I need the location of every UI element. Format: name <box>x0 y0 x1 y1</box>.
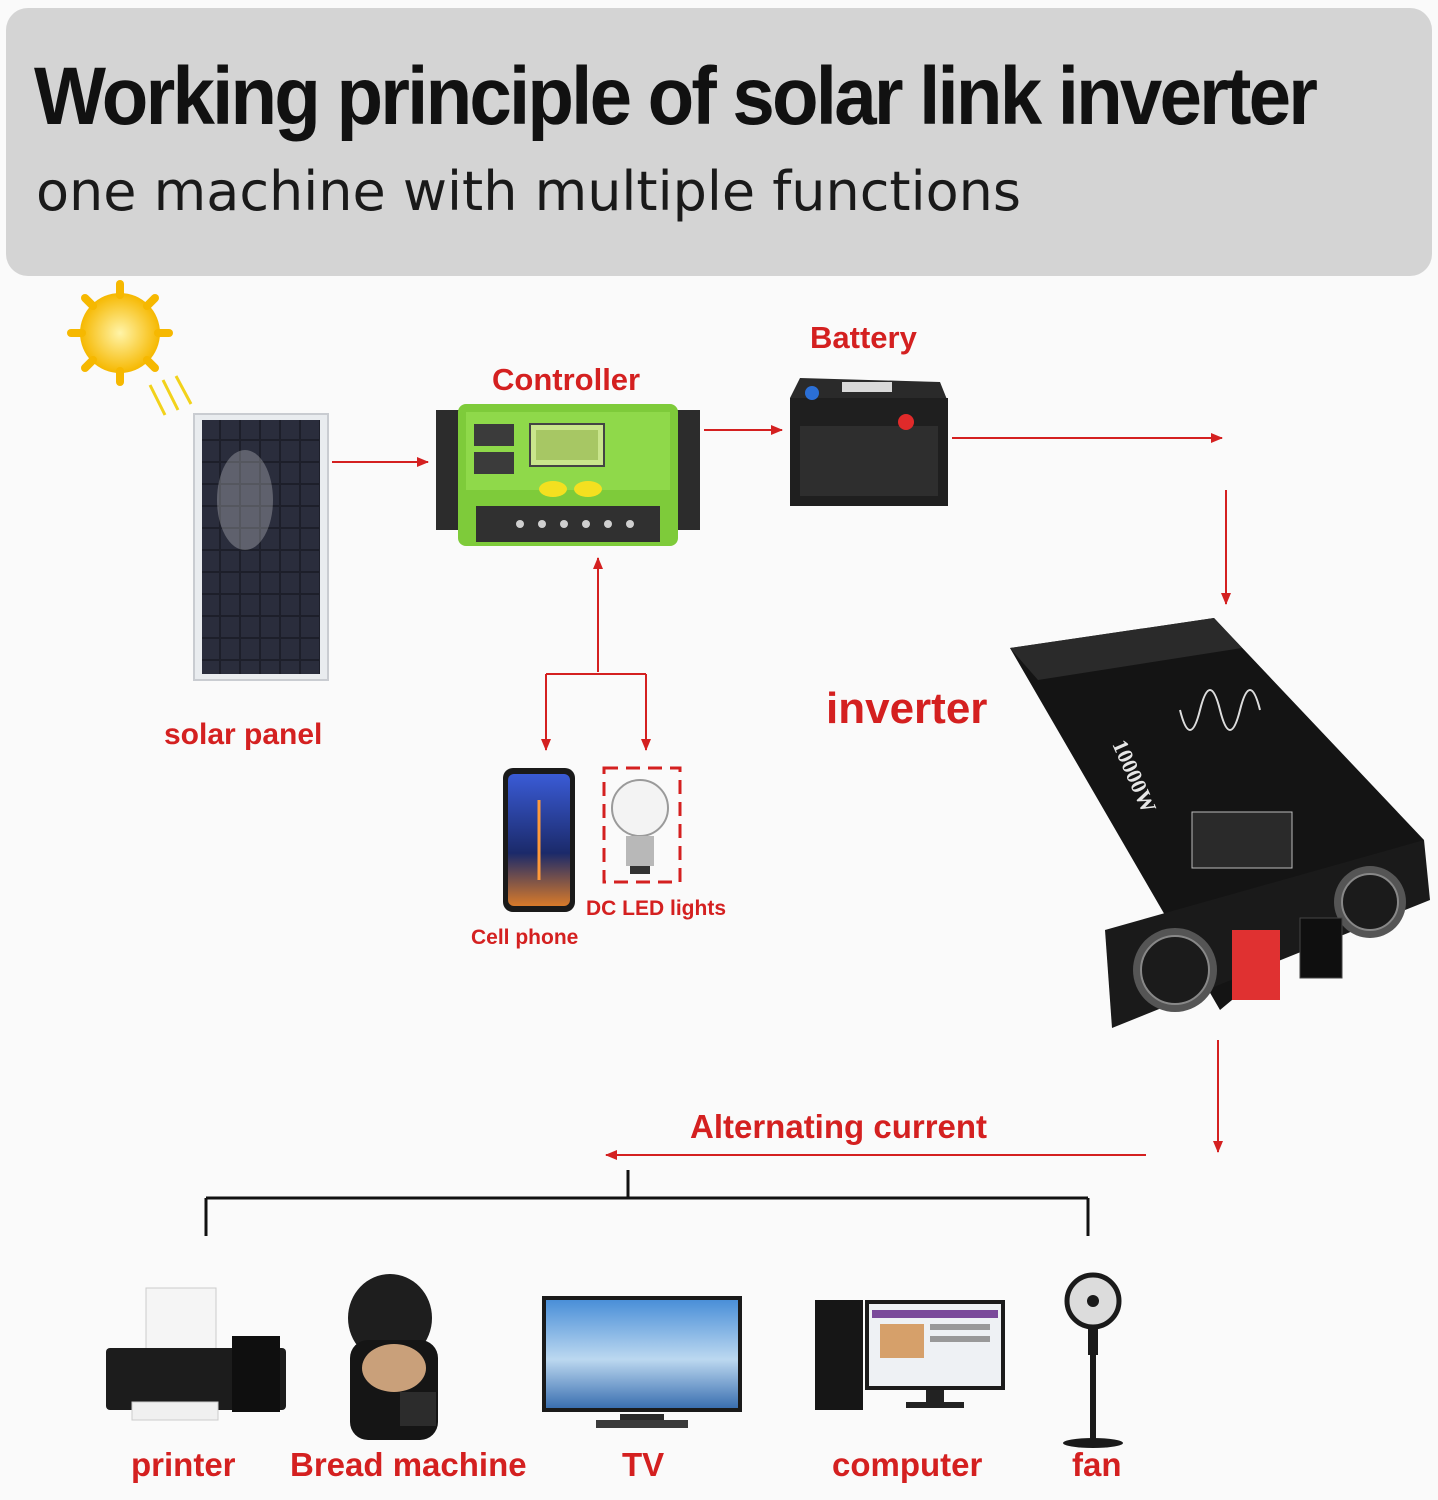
dc-led-bulb-image <box>602 766 682 884</box>
solar-panel-image <box>193 413 329 681</box>
tv-label: TV <box>622 1446 665 1483</box>
bread-machine-image <box>348 1274 438 1440</box>
printer-image <box>106 1287 286 1421</box>
battery-image <box>790 378 948 506</box>
fan-image <box>1063 1272 1123 1448</box>
fan-label: fan <box>1072 1446 1122 1483</box>
computer-label: computer <box>832 1446 983 1483</box>
printer-label: printer <box>131 1446 236 1483</box>
computer-image <box>815 1300 1005 1410</box>
page-title: Working principle of solar link inverter <box>34 51 1318 142</box>
header-banner: Working principle of solar link inverter… <box>6 8 1432 276</box>
dc-led-lights-label: DC LED lights <box>586 897 726 920</box>
controller-label: Controller <box>492 362 641 397</box>
controller-image <box>436 404 700 546</box>
solar-panel-label: solar panel <box>164 718 323 751</box>
bread-machine-label: Bread machine <box>290 1446 527 1483</box>
distribution-bus <box>204 1170 1090 1236</box>
tv-image <box>542 1296 742 1428</box>
alternating-current-label: Alternating current <box>690 1108 988 1145</box>
battery-label: Battery <box>810 320 917 355</box>
sun-icon <box>67 280 193 416</box>
cell-phone-label: Cell phone <box>471 926 579 949</box>
page-subtitle: one machine with multiple functions <box>36 160 1021 223</box>
inverter-image <box>1010 618 1430 1028</box>
inverter-label: inverter <box>826 684 988 733</box>
cell-phone-image <box>503 768 575 912</box>
flow-arrows <box>332 425 1231 1160</box>
